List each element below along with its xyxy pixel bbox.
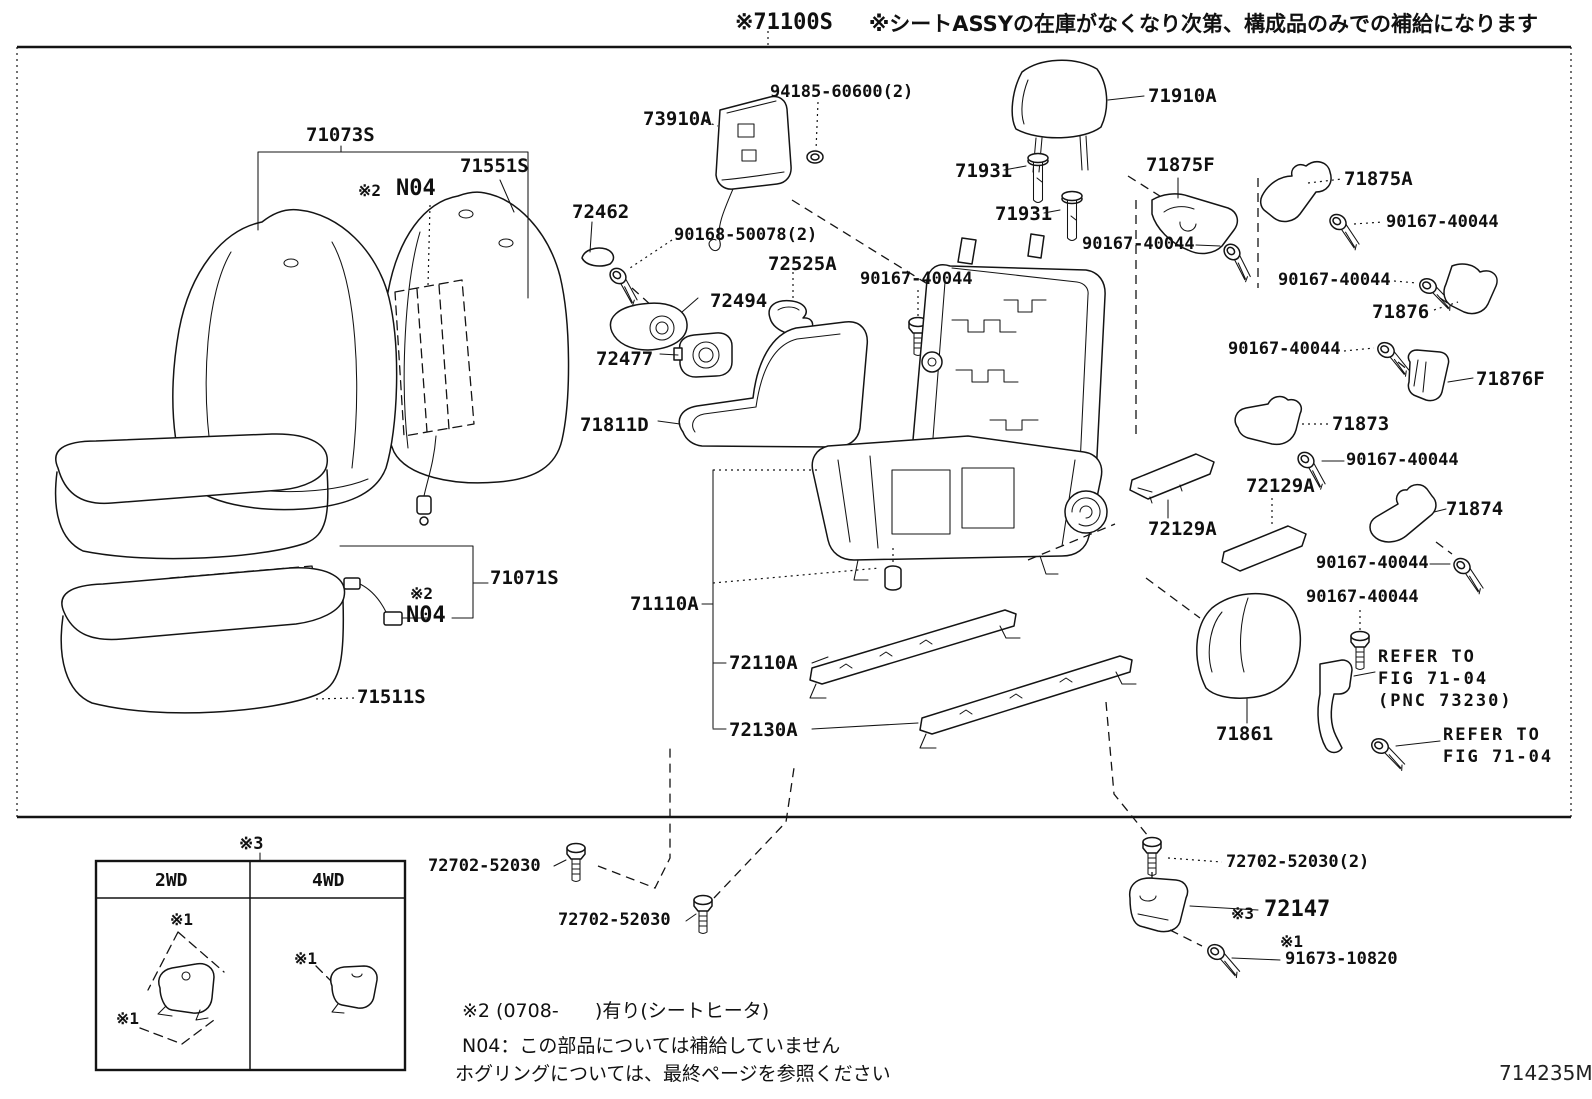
- table-header-2wd: 2WD: [155, 870, 188, 891]
- recliner-handles-illustration: [581, 221, 928, 424]
- stock-notice-text: ※シートASSYの在庫がなくなり次第、構成品のみでの補給になります: [868, 12, 1538, 36]
- part-label-72477: 72477: [596, 348, 654, 370]
- part-label-90167-40044-71861: 90167-40044: [1306, 587, 1419, 607]
- part-label-72147-note3: ※3: [1231, 904, 1255, 923]
- part-label-71874: 71874: [1446, 498, 1504, 520]
- part-label-refer-bolt-2: FIG 71-04: [1443, 747, 1554, 767]
- footnote-seat-heater: ※2 (0708- )有り(シートヒータ): [462, 1000, 770, 1022]
- frame-group-leader-lines: [701, 469, 919, 730]
- part-label-71931-upper: 71931: [955, 160, 1013, 182]
- seat-side-shield-illustration: [657, 321, 869, 448]
- table-mark-2wd-b: ※1: [116, 1009, 140, 1028]
- left-group-leader-lines: [257, 145, 529, 700]
- part-label-71931-lower: 71931: [995, 203, 1053, 225]
- part-label-cushion-note2: ※2: [410, 584, 434, 603]
- footnote-hog-ring: ホグリングについては、最終ページを参照ください: [455, 1063, 891, 1085]
- part-label-71511S: 71511S: [357, 686, 426, 708]
- part-label-71875A: 71875A: [1344, 168, 1413, 190]
- part-label-91673-note1: ※1: [1280, 932, 1304, 951]
- part-label-71910A: 71910A: [1148, 85, 1217, 107]
- part-label-90168-50078: 90168-50078(2): [674, 225, 818, 245]
- part-label-72494: 72494: [710, 290, 768, 312]
- part-label-72702-52030-left: 72702-52030: [428, 856, 541, 876]
- part-label-72525A: 72525A: [768, 253, 837, 275]
- right-hardware-illustration: [1027, 161, 1498, 772]
- table-mark-4wd: ※1: [294, 949, 318, 968]
- part-label-90167-40044-71875F: 90167-40044: [1082, 234, 1195, 254]
- part-label-72702-52030-mid: 72702-52030: [558, 910, 671, 930]
- part-label-72129A-right: 72129A: [1246, 475, 1315, 497]
- part-label-90167-40044-seatback: 90167-40044: [860, 269, 973, 289]
- part-label-90167-40044-71876: 90167-40044: [1278, 270, 1391, 290]
- part-label-71551S: 71551S: [460, 155, 529, 177]
- part-label-90167-40044-71876F: 90167-40044: [1228, 339, 1341, 359]
- part-label-91673-10820: 91673-10820: [1285, 949, 1398, 969]
- part-label-71876: 71876: [1372, 301, 1430, 323]
- part-label-73910A: 73910A: [643, 108, 712, 130]
- part-label-seatback-N04: N04: [396, 176, 436, 201]
- part-label-90167-40044-71874: 90167-40044: [1316, 553, 1429, 573]
- floor-bolts-illustration: [553, 701, 1281, 979]
- part-label-71873: 71873: [1332, 413, 1390, 435]
- part-label-72462: 72462: [572, 201, 630, 223]
- part-label-72110A: 72110A: [729, 652, 798, 674]
- drivetrain-table-linework: [94, 852, 407, 1072]
- table-mark-2wd-a: ※1: [170, 910, 194, 929]
- part-label-72147: 72147: [1264, 897, 1331, 922]
- figure-assy-number: ※71100S: [735, 10, 833, 35]
- table-header-4wd: 4WD: [312, 870, 345, 891]
- side-airbag-illustration: [705, 95, 1006, 333]
- part-label-72129A-left: 72129A: [1148, 518, 1217, 540]
- part-label-71811D: 71811D: [580, 414, 649, 436]
- part-label-90167-40044-71873: 90167-40044: [1346, 450, 1459, 470]
- part-label-seatback-note2: ※2: [358, 181, 382, 200]
- figure-document-number: 714235M: [1499, 1061, 1592, 1085]
- part-label-71861: 71861: [1216, 723, 1274, 745]
- seat-cushion-cover-illustration: [54, 433, 431, 714]
- seat-rails-illustration: [809, 609, 1137, 749]
- part-label-refer-belt-1: REFER TO: [1378, 647, 1476, 667]
- seat-frame-illustration: [811, 233, 1108, 591]
- seat-back-cover-illustration: [172, 191, 570, 526]
- table-note-mark: ※3: [239, 834, 264, 854]
- part-label-refer-belt-3: (PNC 73230): [1378, 691, 1513, 711]
- part-label-cushion-N04: N04: [406, 603, 446, 628]
- part-label-refer-bolt-1: REFER TO: [1443, 725, 1541, 745]
- part-label-71875F: 71875F: [1146, 154, 1215, 176]
- headrest-illustration: [1003, 59, 1145, 242]
- part-label-71110A: 71110A: [630, 593, 699, 615]
- part-label-94185-60600: 94185-60600(2): [770, 82, 914, 102]
- part-label-71876F: 71876F: [1476, 368, 1545, 390]
- part-label-72130A: 72130A: [729, 719, 798, 741]
- part-label-71071S: 71071S: [490, 567, 559, 589]
- footnote-n04: N04：この部品については補給していません: [462, 1035, 841, 1057]
- part-label-90167-40044-71875A: 90167-40044: [1386, 212, 1499, 232]
- part-label-72702-52030-right: 72702-52030(2): [1226, 852, 1370, 872]
- part-label-71073S: 71073S: [306, 124, 375, 146]
- part-label-refer-belt-2: FIG 71-04: [1378, 669, 1489, 689]
- figure-border: [16, 31, 1572, 819]
